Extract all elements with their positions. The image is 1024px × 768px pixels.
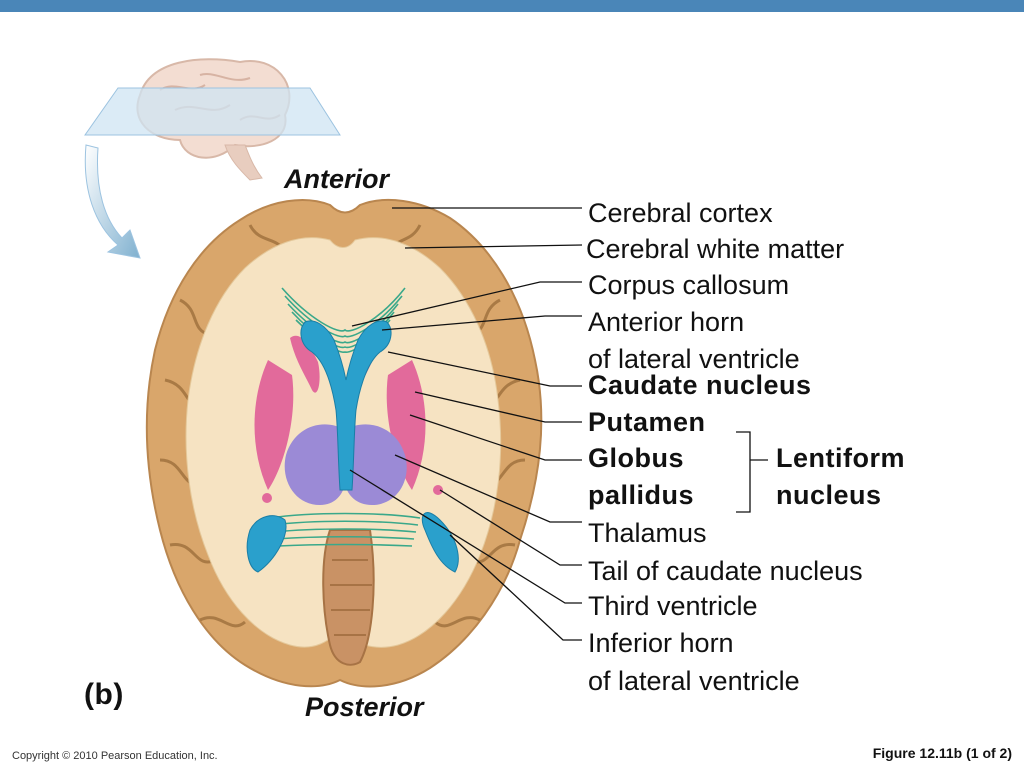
- label-inferior-horn: Inferior horn: [588, 628, 734, 658]
- putamen-left: [254, 360, 294, 490]
- brain-section: [145, 198, 543, 688]
- panel-label: (b): [84, 678, 124, 711]
- label-putamen: Putamen: [588, 407, 706, 437]
- label-third-ventricle: Third ventricle: [588, 591, 758, 621]
- lateral-ventricles: [300, 320, 392, 491]
- label-anterior-horn: Anterior horn: [588, 307, 745, 337]
- label-caudate-nucleus: Caudate nucleus: [588, 370, 812, 400]
- label-pallidus: pallidus: [588, 480, 695, 510]
- leader-lines: [349, 207, 768, 641]
- label-tail-caudate: Tail of caudate nucleus: [588, 556, 863, 586]
- caudate-left: [290, 335, 320, 393]
- brainstem: [322, 529, 375, 666]
- label-lentiform-nucleus: nucleus: [776, 480, 882, 510]
- label-thalamus: Thalamus: [588, 518, 707, 548]
- label-anterior-horn-2: of lateral ventricle: [588, 344, 800, 374]
- label-lentiform: Lentiform: [776, 443, 905, 473]
- label-cerebral-white-matter: Cerebral white matter: [586, 234, 845, 264]
- inferior-horn-right: [421, 512, 459, 573]
- label-corpus-callosum: Corpus callosum: [588, 270, 790, 300]
- label-globus: Globus: [588, 443, 684, 473]
- anterior-label: Anterior: [284, 164, 390, 194]
- inferior-horn-left: [246, 515, 287, 573]
- copyright-text: Copyright © 2010 Pearson Education, Inc.: [12, 750, 218, 762]
- posterior-label: Posterior: [305, 692, 424, 722]
- figure-number: Figure 12.11b (1 of 2): [872, 745, 1012, 761]
- label-cerebral-cortex: Cerebral cortex: [588, 198, 773, 228]
- orientation-brain-icon: [84, 58, 341, 181]
- curved-arrow-icon: [84, 144, 141, 259]
- label-inferior-horn-2: of lateral ventricle: [588, 666, 800, 696]
- top-accent-bar: [0, 0, 1024, 12]
